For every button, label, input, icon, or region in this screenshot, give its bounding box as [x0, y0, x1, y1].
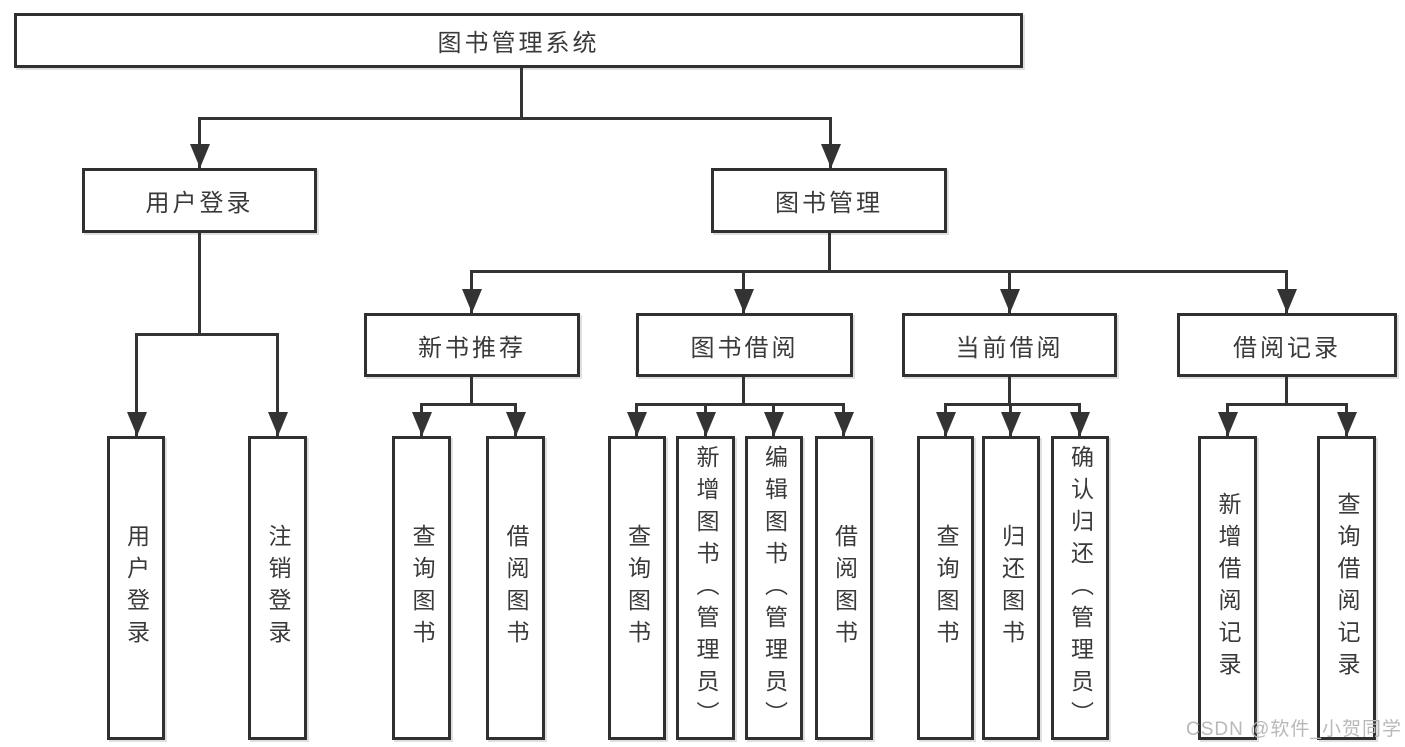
branch-node-borrow-records: 借阅记录 [1177, 313, 1397, 377]
connector-arrow-down [695, 405, 716, 436]
leaf-logout: 注销登录 [248, 436, 307, 740]
leaf-label: 新增借阅记录 [1215, 492, 1241, 684]
leaf-label: 查询图书 [624, 524, 651, 652]
branch-node-book-borrowing: 图书借阅 [636, 313, 853, 377]
leaf-label: 借阅图书 [503, 524, 529, 652]
leaf-add-books-admin: 新增图书（管理员） [676, 436, 735, 740]
connector-line [742, 377, 745, 405]
leaf-label: 查询图书 [409, 524, 435, 652]
leaf-label: 用户登录 [123, 524, 150, 652]
branch-node-book-management: 图书管理 [711, 168, 947, 233]
connector-arrow-down [820, 118, 841, 168]
connector-line [198, 233, 201, 335]
connector-line [828, 233, 831, 272]
leaf-label: 新增图书（管理员） [693, 445, 719, 733]
root-node-label: 图书管理系统 [437, 30, 600, 57]
leaf-borrow-books-recommend: 借阅图书 [486, 436, 545, 740]
connector-line [635, 403, 845, 406]
connector-arrow-down [505, 405, 526, 436]
branch-node-label: 当前借阅 [955, 334, 1064, 362]
connector-line [420, 403, 517, 406]
branch-node-current-borrowing: 当前借阅 [902, 313, 1117, 377]
leaf-search-books-borrowing: 查询图书 [608, 436, 666, 740]
connector-line [520, 68, 523, 118]
connector-line [944, 403, 1081, 406]
connector-arrow-down [833, 405, 854, 436]
branch-node-label: 新书推荐 [418, 334, 526, 362]
leaf-search-borrow-record: 查询借阅记录 [1317, 436, 1376, 740]
branch-node-user-login: 用户登录 [82, 168, 317, 233]
connector-arrow-down [1276, 272, 1297, 313]
leaf-confirm-return-admin: 确认归还（管理员） [1051, 436, 1109, 740]
branch-node-new-book-recommend: 新书推荐 [364, 313, 580, 377]
connector-line [1008, 377, 1011, 405]
connector-line [1285, 377, 1288, 405]
connector-arrow-down [1069, 405, 1090, 436]
leaf-user-login: 用户登录 [107, 436, 165, 740]
leaf-label: 注销登录 [265, 524, 291, 652]
connector-arrow-down [999, 272, 1020, 313]
connector-arrow-down [411, 405, 432, 436]
connector-arrow-down [626, 405, 647, 436]
leaf-label: 查询借阅记录 [1334, 492, 1360, 684]
leaf-borrow-books: 借阅图书 [815, 436, 873, 740]
branch-node-label: 借阅记录 [1233, 334, 1341, 362]
connector-arrow-down [1000, 405, 1021, 436]
connector-arrow-down [935, 405, 956, 436]
leaf-label: 借阅图书 [831, 524, 858, 652]
connector-line [1226, 403, 1348, 406]
connector-line [470, 377, 473, 405]
csdn-watermark: CSDN @软件_小贺同学 [1186, 719, 1402, 740]
branch-node-label: 图书管理 [775, 190, 883, 217]
branch-node-label: 图书借阅 [690, 334, 799, 362]
leaf-label: 确认归还（管理员） [1067, 445, 1094, 733]
branch-node-label: 用户登录 [145, 190, 254, 217]
connector-line [135, 333, 279, 336]
leaf-label: 归还图书 [998, 524, 1025, 652]
leaf-return-books: 归还图书 [982, 436, 1040, 740]
connector-arrow-down [1336, 405, 1357, 436]
connector-arrow-down [267, 335, 288, 436]
connector-line [198, 117, 832, 120]
connector-arrow-down [126, 335, 147, 436]
leaf-label: 查询图书 [933, 524, 959, 652]
root-node-library-system: 图书管理系统 [14, 13, 1023, 68]
leaf-search-books-recommend: 查询图书 [392, 436, 451, 740]
leaf-add-borrow-record: 新增借阅记录 [1198, 436, 1257, 740]
connector-line [470, 270, 1288, 273]
connector-arrow-down [461, 272, 482, 313]
connector-arrow-down [733, 272, 754, 313]
leaf-label: 编辑图书（管理员） [761, 445, 788, 733]
leaf-edit-books-admin: 编辑图书（管理员） [745, 436, 803, 740]
leaf-search-books-current: 查询图书 [917, 436, 974, 740]
connector-arrow-down [189, 118, 210, 168]
connector-arrow-down [1217, 405, 1238, 436]
connector-arrow-down [763, 405, 784, 436]
